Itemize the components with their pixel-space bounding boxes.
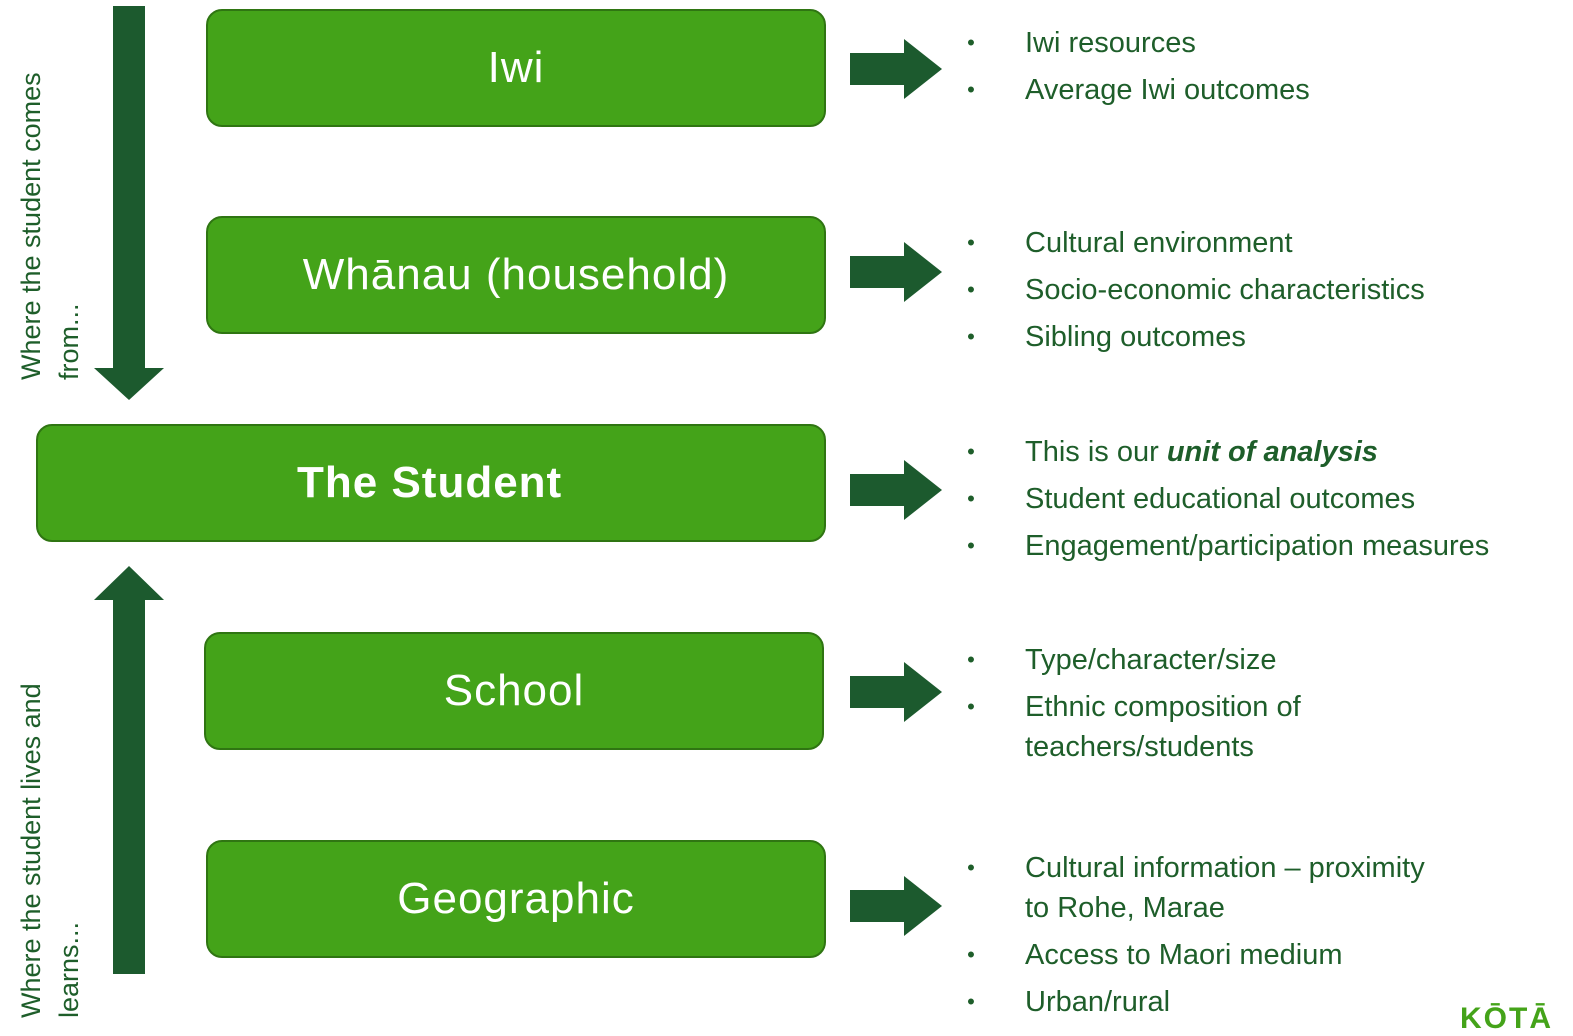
school-box: School — [204, 632, 824, 750]
down-arrow — [94, 6, 164, 400]
list-item: •Cultural information – proximity to Roh… — [967, 852, 1425, 924]
top-side-label: Where the student comes from... — [16, 72, 84, 380]
student-bullet-list: •This is our unit of analysis •Student e… — [965, 432, 1489, 573]
list-item: •Access to Maori medium — [967, 939, 1343, 971]
student-box: The Student — [36, 424, 826, 542]
list-item: •Socio-economic characteristics — [967, 274, 1425, 306]
list-item: •Ethnic composition of teachers/students — [967, 691, 1301, 763]
logo: KŌTĀ — [1460, 1002, 1553, 1035]
iwi-right-arrow — [850, 39, 942, 99]
student-right-arrow — [850, 460, 942, 520]
iwi-box: Iwi — [206, 9, 826, 127]
list-item: •Engagement/participation measures — [967, 530, 1490, 562]
whanau-right-arrow — [850, 242, 942, 302]
whanau-bullet-list: •Cultural environment •Socio-economic ch… — [965, 223, 1425, 364]
geographic-bullet-list: •Cultural information – proximity to Roh… — [965, 848, 1425, 1029]
geographic-box: Geographic — [206, 840, 826, 958]
bottom-side-label: Where the student lives and learns... — [16, 683, 84, 1018]
school-bullet-list: •Type/character/size •Ethnic composition… — [965, 640, 1385, 774]
whanau-box: Whānau (household) — [206, 216, 826, 334]
list-item: •Sibling outcomes — [967, 321, 1246, 353]
list-item: •Cultural environment — [967, 227, 1293, 259]
unit-of-analysis-emphasis: unit of analysis — [1166, 436, 1378, 468]
list-item: •Iwi resources — [967, 27, 1196, 59]
list-item: •Average Iwi outcomes — [967, 74, 1310, 106]
list-item: •This is our unit of analysis — [967, 436, 1378, 468]
list-item: •Student educational outcomes — [967, 483, 1416, 515]
geographic-right-arrow — [850, 876, 942, 936]
school-right-arrow — [850, 662, 942, 722]
list-item: •Urban/rural — [967, 986, 1171, 1018]
iwi-bullet-list: •Iwi resources •Average Iwi outcomes — [965, 23, 1310, 117]
up-arrow — [94, 566, 164, 974]
list-item: •Type/character/size — [967, 644, 1277, 676]
